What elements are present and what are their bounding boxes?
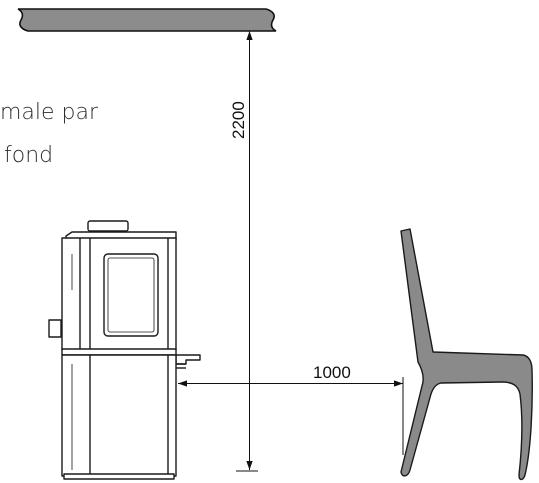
ceiling-height-dimension: 2200 [229,31,258,472]
front-distance-label: 1000 [313,363,351,382]
front-distance-dimension: 1000 [178,363,404,455]
clearance-text-line-2: fond [4,143,54,168]
chair [400,228,533,481]
stove [48,220,201,480]
clearance-text-line-1: male par [0,100,99,125]
ceiling-slab [17,8,277,32]
ceiling-height-label: 2200 [229,101,248,139]
